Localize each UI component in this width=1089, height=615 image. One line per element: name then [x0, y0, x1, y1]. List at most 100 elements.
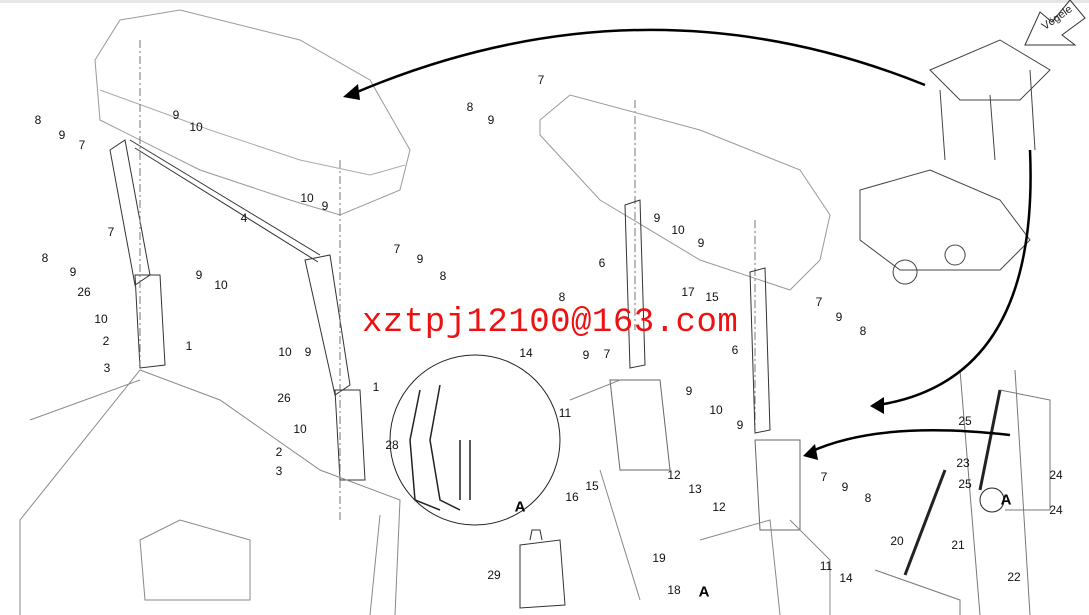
part-callout: 10	[189, 120, 203, 134]
part-callout: 15	[585, 479, 599, 493]
part-callout: 19	[652, 551, 666, 565]
part-callout: 9	[736, 418, 744, 432]
part-callout: 12	[667, 468, 681, 482]
part-callout: 7	[78, 138, 86, 152]
part-callout: 6	[731, 343, 739, 357]
part-callout: 9	[69, 265, 77, 279]
part-callout: 26	[77, 285, 91, 299]
part-callout: 7	[815, 295, 823, 309]
part-callout: 7	[537, 73, 545, 87]
part-callout: 9	[582, 348, 590, 362]
rod-20	[903, 469, 947, 576]
arrow-head-down	[870, 397, 884, 414]
frame-leg-right	[304, 254, 351, 396]
part-callout: 8	[864, 491, 872, 505]
detail-marker: A	[514, 498, 526, 516]
part-callout: 17	[681, 285, 695, 299]
part-callout: 8	[466, 100, 474, 114]
part-callout: 10	[293, 422, 307, 436]
part-callout: 2	[275, 445, 283, 459]
part-callout: 12	[712, 500, 726, 514]
oil-canister	[519, 529, 566, 609]
part-callout: 6	[598, 256, 606, 270]
part-callout: 9	[195, 268, 203, 282]
reference-arrows	[349, 28, 1032, 454]
part-callout: 9	[835, 310, 843, 324]
part-callout: 10	[214, 278, 228, 292]
part-callout: 24	[1049, 503, 1063, 517]
strut-mount	[959, 369, 1051, 615]
part-callout: 10	[94, 312, 108, 326]
part-callout: 10	[278, 345, 292, 359]
arrow-head-left	[343, 84, 360, 100]
part-callout: 8	[439, 269, 447, 283]
part-callout: 24	[1049, 468, 1063, 482]
vogele-logo-icon	[1024, 0, 1086, 46]
part-callout: 1	[372, 380, 380, 394]
part-callout: 26	[277, 391, 291, 405]
part-callout: 9	[653, 211, 661, 225]
part-callout: 9	[697, 236, 705, 250]
post-left	[624, 199, 646, 369]
roof-right	[539, 94, 831, 291]
detail-marker: A	[698, 583, 710, 601]
hose-assembly	[409, 384, 471, 511]
roof-left	[94, 9, 411, 216]
part-callout: 13	[688, 482, 702, 496]
part-callout: 8	[558, 290, 566, 304]
part-callout: 14	[519, 346, 533, 360]
part-callout: 10	[300, 191, 314, 205]
part-callout: 23	[956, 456, 970, 470]
part-callout: 10	[671, 223, 685, 237]
part-callout: 8	[41, 251, 49, 265]
part-callout: 9	[304, 345, 312, 359]
part-callout: 4	[240, 211, 248, 225]
detail-circle-small	[979, 487, 1005, 513]
machine-body	[19, 369, 401, 615]
part-callout: 8	[859, 324, 867, 338]
detail-circle	[389, 354, 561, 526]
part-callout: 9	[321, 199, 329, 213]
part-callout: 29	[487, 568, 501, 582]
roof-left-edge	[99, 89, 406, 176]
part-callout: 9	[416, 252, 424, 266]
part-callout: 9	[685, 384, 693, 398]
part-callout: 15	[705, 290, 719, 304]
detail-marker: A	[1000, 491, 1012, 509]
part-callout: 14	[839, 571, 853, 585]
part-callout: 25	[958, 477, 972, 491]
part-callout: 22	[1007, 570, 1021, 584]
part-callout: 9	[172, 108, 180, 122]
part-callout: 7	[820, 470, 828, 484]
part-callout: 3	[275, 464, 283, 478]
part-callout: 1	[185, 339, 193, 353]
engine-box	[139, 519, 251, 601]
arrow-head-mid	[803, 444, 818, 460]
part-callout: 18	[667, 583, 681, 597]
part-callout: 9	[487, 113, 495, 127]
part-callout: 7	[107, 225, 115, 239]
part-callout: 11	[558, 406, 572, 420]
part-callout: 10	[709, 403, 723, 417]
watermark: xztpj12100@163.com	[362, 304, 739, 342]
part-callout: 3	[103, 361, 111, 375]
bracket-left	[134, 274, 166, 369]
part-callout: 8	[34, 113, 42, 127]
part-callout: 28	[385, 438, 399, 452]
part-callout: 7	[393, 242, 401, 256]
post-right	[749, 267, 771, 434]
center-lines	[139, 40, 756, 520]
bracket-lower	[609, 379, 801, 531]
part-callout: 7	[603, 347, 611, 361]
part-callout: 16	[565, 490, 579, 504]
bracket-right	[334, 389, 366, 481]
part-callout: 20	[890, 534, 904, 548]
lower-structure	[569, 379, 831, 615]
paver-machine	[859, 39, 1051, 271]
part-callout: 9	[841, 480, 849, 494]
part-callout: 21	[951, 538, 965, 552]
gas-strut	[978, 389, 1002, 491]
part-callout: 11	[819, 559, 833, 573]
